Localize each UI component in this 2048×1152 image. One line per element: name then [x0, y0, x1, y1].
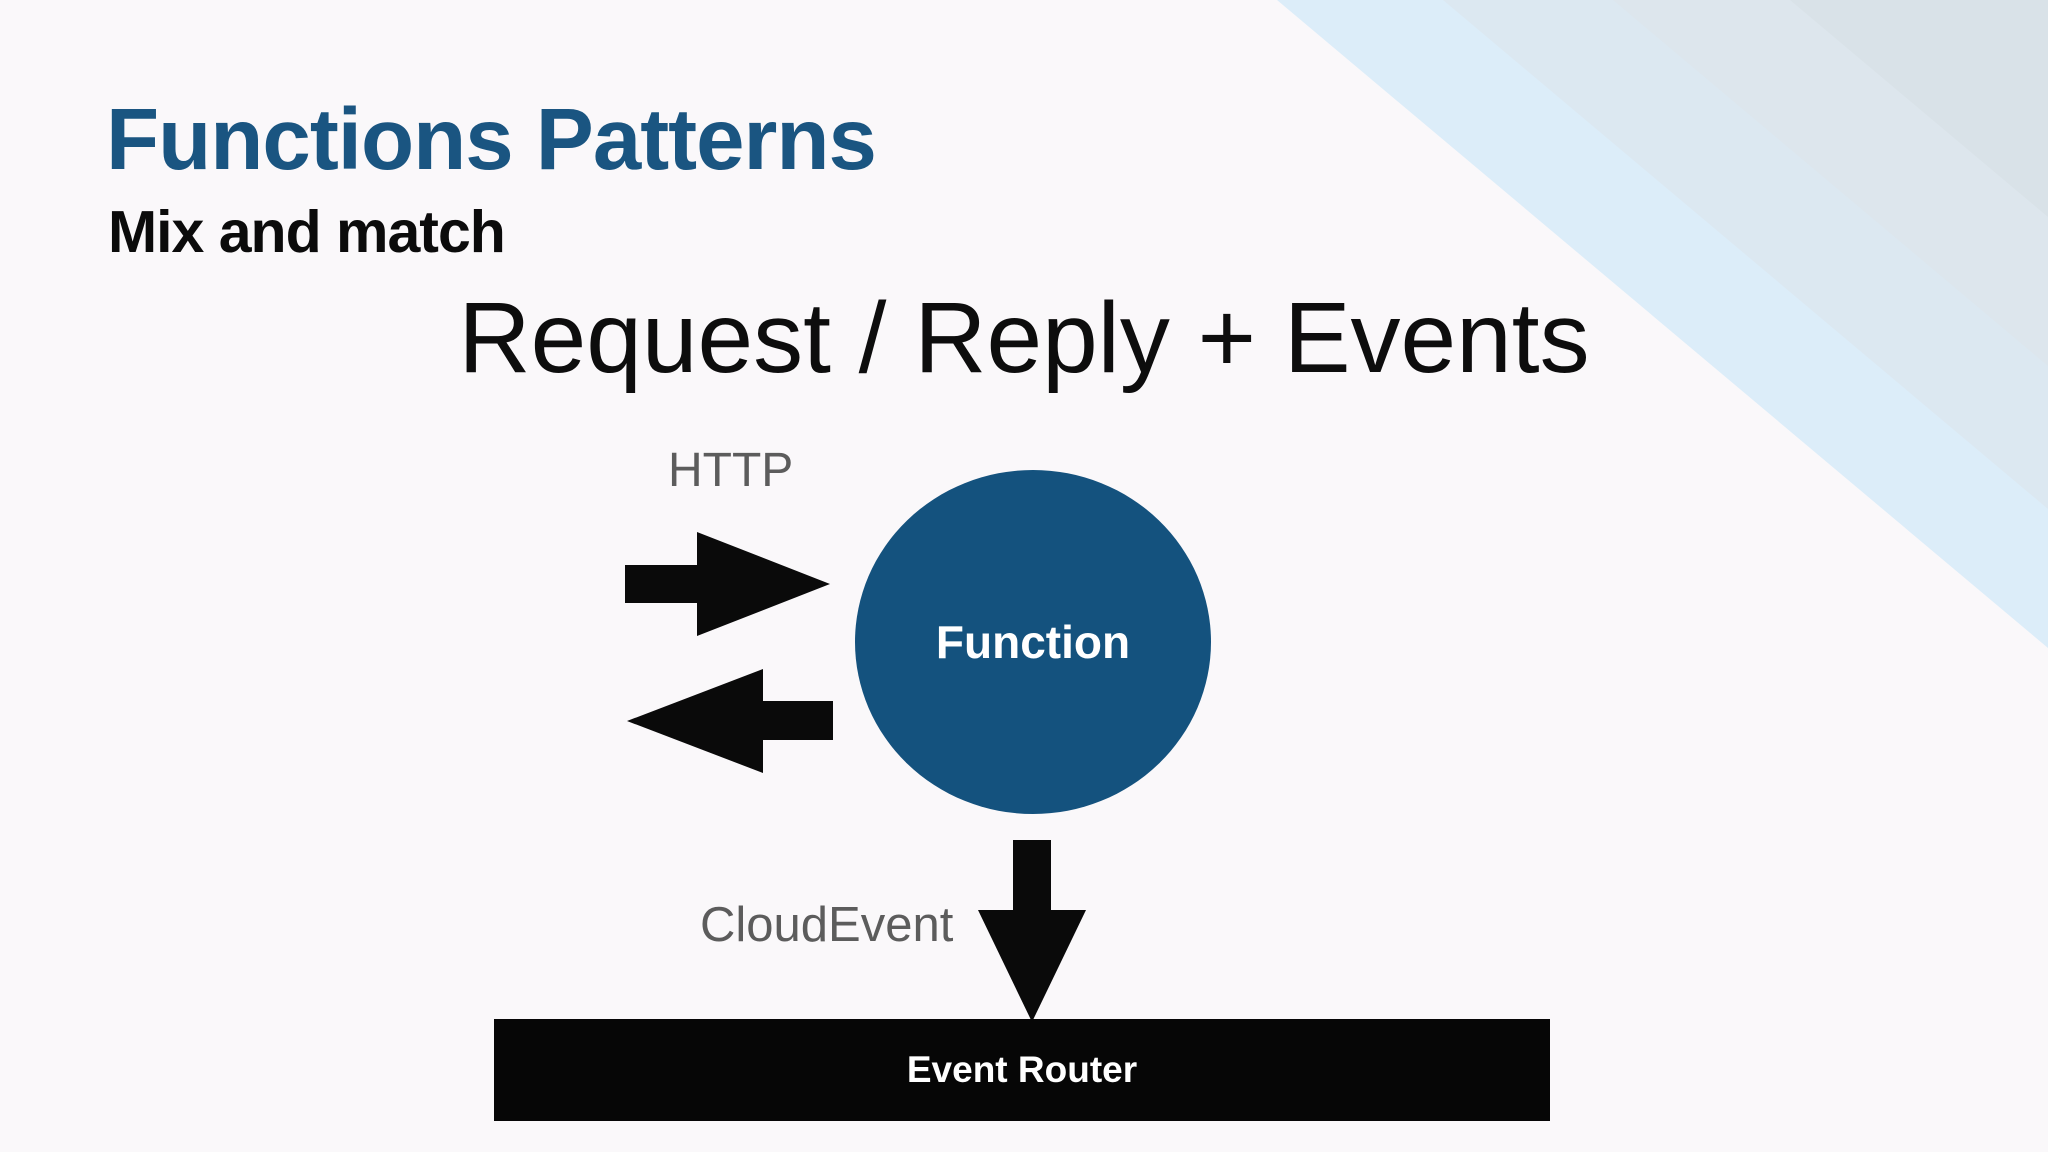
- arrow-down-head: [978, 910, 1086, 1022]
- event-router-label: Event Router: [906, 1049, 1138, 1090]
- arrow-right-icon: [625, 532, 830, 636]
- arrow-left-icon: [627, 669, 833, 773]
- function-label: Function: [935, 616, 1131, 668]
- arrow-down-stem: [1013, 840, 1051, 914]
- arrow-left-head: [627, 669, 763, 773]
- http-label: HTTP: [668, 444, 794, 497]
- diagram-heading: Request / Reply + Events: [458, 282, 1590, 394]
- cloudevent-label: CloudEvent: [700, 898, 954, 952]
- slide-subtitle: Mix and match: [108, 199, 506, 265]
- arrow-down-icon: [978, 840, 1087, 1022]
- arrow-right-head: [697, 532, 830, 636]
- arrow-left-stem: [757, 701, 833, 740]
- slide-title: Functions Patterns: [106, 91, 877, 188]
- event-router-node: Event Router: [494, 1019, 1550, 1121]
- function-node: Function: [855, 470, 1211, 814]
